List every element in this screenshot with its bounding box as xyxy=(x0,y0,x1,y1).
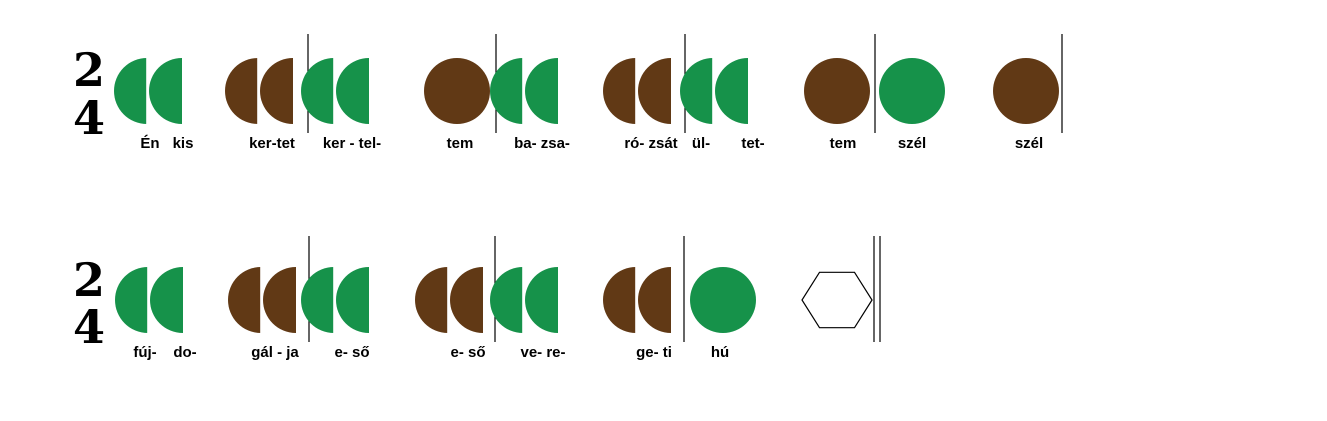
staff-2: 2 4 fúj-do-gál - ja e- ső e- ső ve- re-ge- … xyxy=(73,236,881,361)
lyric-syllable: szél xyxy=(898,135,926,152)
lyric-syllable: gál - ja xyxy=(251,344,299,361)
green-eighth-note-pair xyxy=(680,58,748,124)
time-signature-top: 2 xyxy=(73,253,105,307)
lyric-syllable: hú xyxy=(711,344,729,361)
green-eighth-note-pair xyxy=(115,267,183,333)
lyric-syllable: ba- zsa- xyxy=(514,135,570,152)
brown-eighth-note-pair xyxy=(228,267,296,333)
brown-eighth-note-pair xyxy=(415,267,483,333)
green-eighth-note-pair xyxy=(301,58,369,124)
lyric-syllable: e- ső xyxy=(450,344,485,361)
lyric-syllable: fúj- xyxy=(133,344,156,361)
staff-2-notes: fúj-do-gál - ja e- ső e- ső ve- re-ge- ti hú xyxy=(115,236,881,361)
green-quarter-note xyxy=(879,58,945,124)
lyric-syllable: szél xyxy=(1015,135,1043,152)
lyric-syllable: Én xyxy=(140,135,159,152)
green-quarter-note xyxy=(690,267,756,333)
rest-hexagon xyxy=(801,271,873,329)
lyric-syllable: ró- zsát xyxy=(624,135,677,152)
lyric-syllable: tem xyxy=(447,135,474,152)
brown-quarter-note xyxy=(424,58,490,124)
lyric-syllable: ve- re- xyxy=(520,344,565,361)
lyric-syllable: do- xyxy=(173,344,196,361)
lyric-syllable: tet- xyxy=(741,135,764,152)
final-barline xyxy=(873,236,881,342)
brown-eighth-note-pair xyxy=(225,58,293,124)
lyric-syllable: ker-tet xyxy=(249,135,295,152)
green-eighth-note-pair xyxy=(490,58,558,124)
lyric-syllable: ker - tel- xyxy=(323,135,381,152)
brown-quarter-note xyxy=(993,58,1059,124)
time-signature-bottom: 4 xyxy=(73,91,105,145)
lyric-syllable: ge- ti xyxy=(636,344,672,361)
time-signature-top: 2 xyxy=(73,43,105,97)
lyric-syllable: ül- xyxy=(692,135,710,152)
lyric-syllable: e- ső xyxy=(334,344,369,361)
time-signature-bottom: 4 xyxy=(73,300,105,354)
brown-eighth-note-pair xyxy=(603,58,671,124)
green-eighth-note-pair xyxy=(301,267,369,333)
green-eighth-note-pair xyxy=(490,267,558,333)
lyric-syllable: tem xyxy=(830,135,857,152)
lyric-syllable: kis xyxy=(173,135,194,152)
brown-quarter-note xyxy=(804,58,870,124)
brown-eighth-note-pair xyxy=(603,267,671,333)
green-eighth-note-pair xyxy=(114,58,182,124)
